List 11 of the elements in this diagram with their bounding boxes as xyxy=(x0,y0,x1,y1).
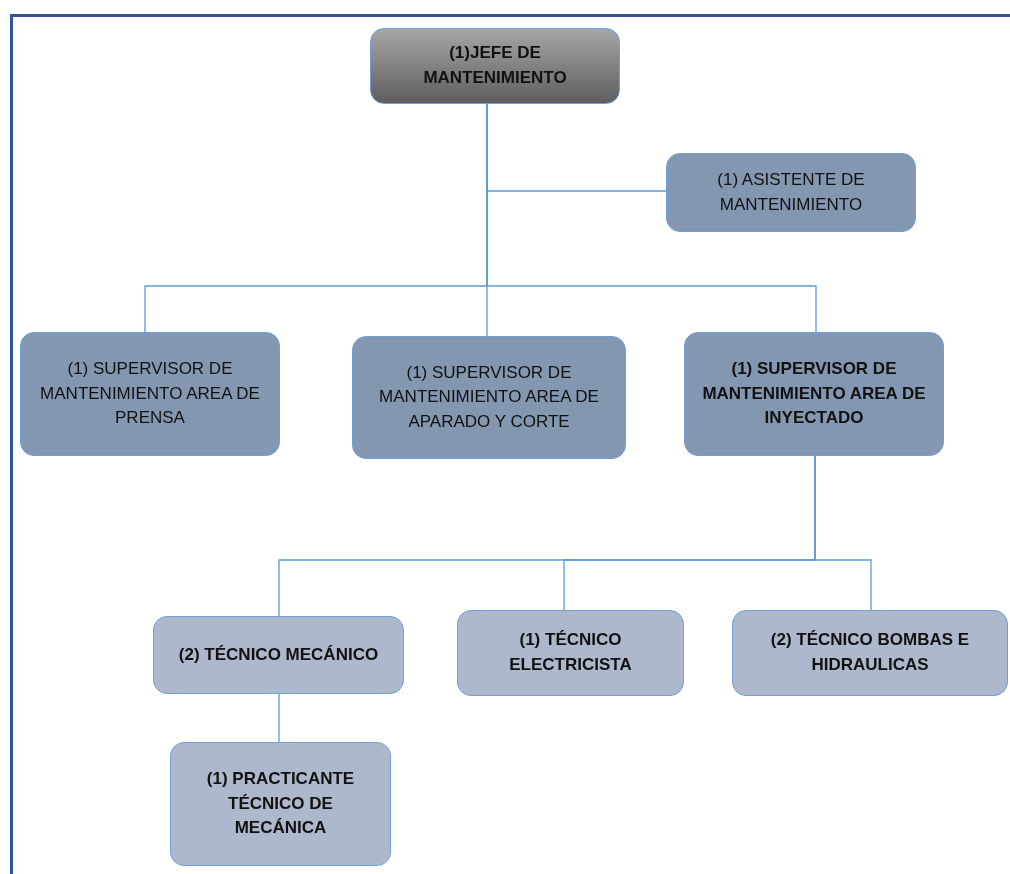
connector-line xyxy=(278,693,280,743)
connector-line xyxy=(814,455,872,611)
position-box: (1) SUPERVISOR DE MANTENIMIENTO AREA DE INYECTADO xyxy=(684,332,944,456)
position-box: (1) TÉCNICO ELECTRICISTA xyxy=(457,610,684,696)
position-box: (2) TÉCNICO BOMBAS E HIDRAULICAS xyxy=(732,610,1008,696)
position-box: (1) PRACTICANTE TÉCNICO DE MECÁNICA xyxy=(170,742,391,866)
position-box: (1) SUPERVISOR DE MANTENIMIENTO AREA DE PRENSA xyxy=(20,332,280,456)
position-box: (1) ASISTENTE DE MANTENIMIENTO xyxy=(666,153,916,232)
position-box: (2) TÉCNICO MECÁNICO xyxy=(153,616,404,694)
position-box: (1) SUPERVISOR DE MANTENIMIENTO AREA DE APARADO Y CORTE xyxy=(352,336,626,459)
position-box: (1)JEFE DE MANTENIMIENTO xyxy=(370,28,620,104)
